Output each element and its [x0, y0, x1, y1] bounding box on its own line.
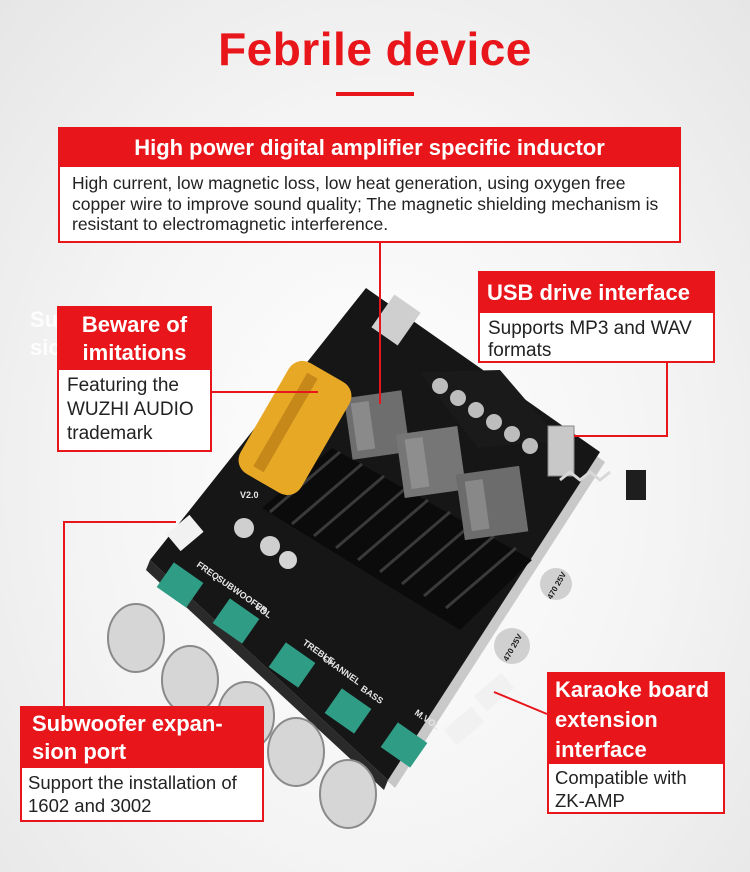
callout-subwoofer: Subwoofer expan- sion port Support the i…: [20, 706, 264, 822]
label-version: V2.0: [240, 490, 259, 500]
heatsink: [262, 448, 532, 630]
speaker-terminal-block: [420, 370, 560, 454]
pcb-edge: [146, 560, 388, 790]
antenna-trace: [559, 470, 611, 482]
callout-subwoofer-heading: Subwoofer expan- sion port: [22, 708, 262, 768]
main-capacitor: [238, 360, 352, 496]
leader-usb: [574, 363, 668, 437]
inductors: [343, 390, 529, 541]
small-capacitors: [234, 518, 572, 664]
callout-subwoofer-text: Support the installation of 1602 and 300…: [28, 772, 237, 816]
callout-beware: Beware of imitations Featuring the WUZHI…: [57, 306, 212, 452]
callout-beware-text: Featuring the WUZHI AUDIO trademark: [67, 375, 194, 444]
leader-karaoke: [493, 691, 548, 715]
callout-leader-lines: [63, 243, 668, 715]
leader-subwoofer: [63, 521, 176, 706]
callout-karaoke-heading: Karaoke board extension interface: [549, 674, 723, 764]
callout-usb-heading: USB drive interface: [480, 273, 713, 313]
callout-inductor-text: High current, low magnetic loss, low hea…: [72, 173, 659, 234]
audio-jack: [626, 470, 646, 500]
usb-port: [547, 425, 575, 477]
potentiometers: [156, 562, 428, 768]
callout-karaoke-text: Compatible with ZK-AMP: [555, 767, 687, 811]
title-underline: [336, 92, 414, 96]
callout-beware-heading: Beware of imitations: [59, 308, 210, 370]
callout-usb-text: Supports MP3 and WAV formats: [488, 318, 692, 361]
dc-jack: [371, 294, 421, 346]
background-text-fragment: Su sic: [30, 307, 61, 360]
callout-inductor: High power digital amplifier specific in…: [58, 127, 681, 243]
subwoofer-connector: [166, 514, 204, 552]
karaoke-connector-2: [443, 706, 485, 746]
callout-usb: USB drive interface Supports MP3 and WAV…: [478, 271, 715, 363]
callout-inductor-heading: High power digital amplifier specific in…: [60, 129, 679, 167]
callout-karaoke: Karaoke board extension interface Compat…: [547, 672, 725, 814]
page-title: Febrile device: [218, 23, 532, 75]
